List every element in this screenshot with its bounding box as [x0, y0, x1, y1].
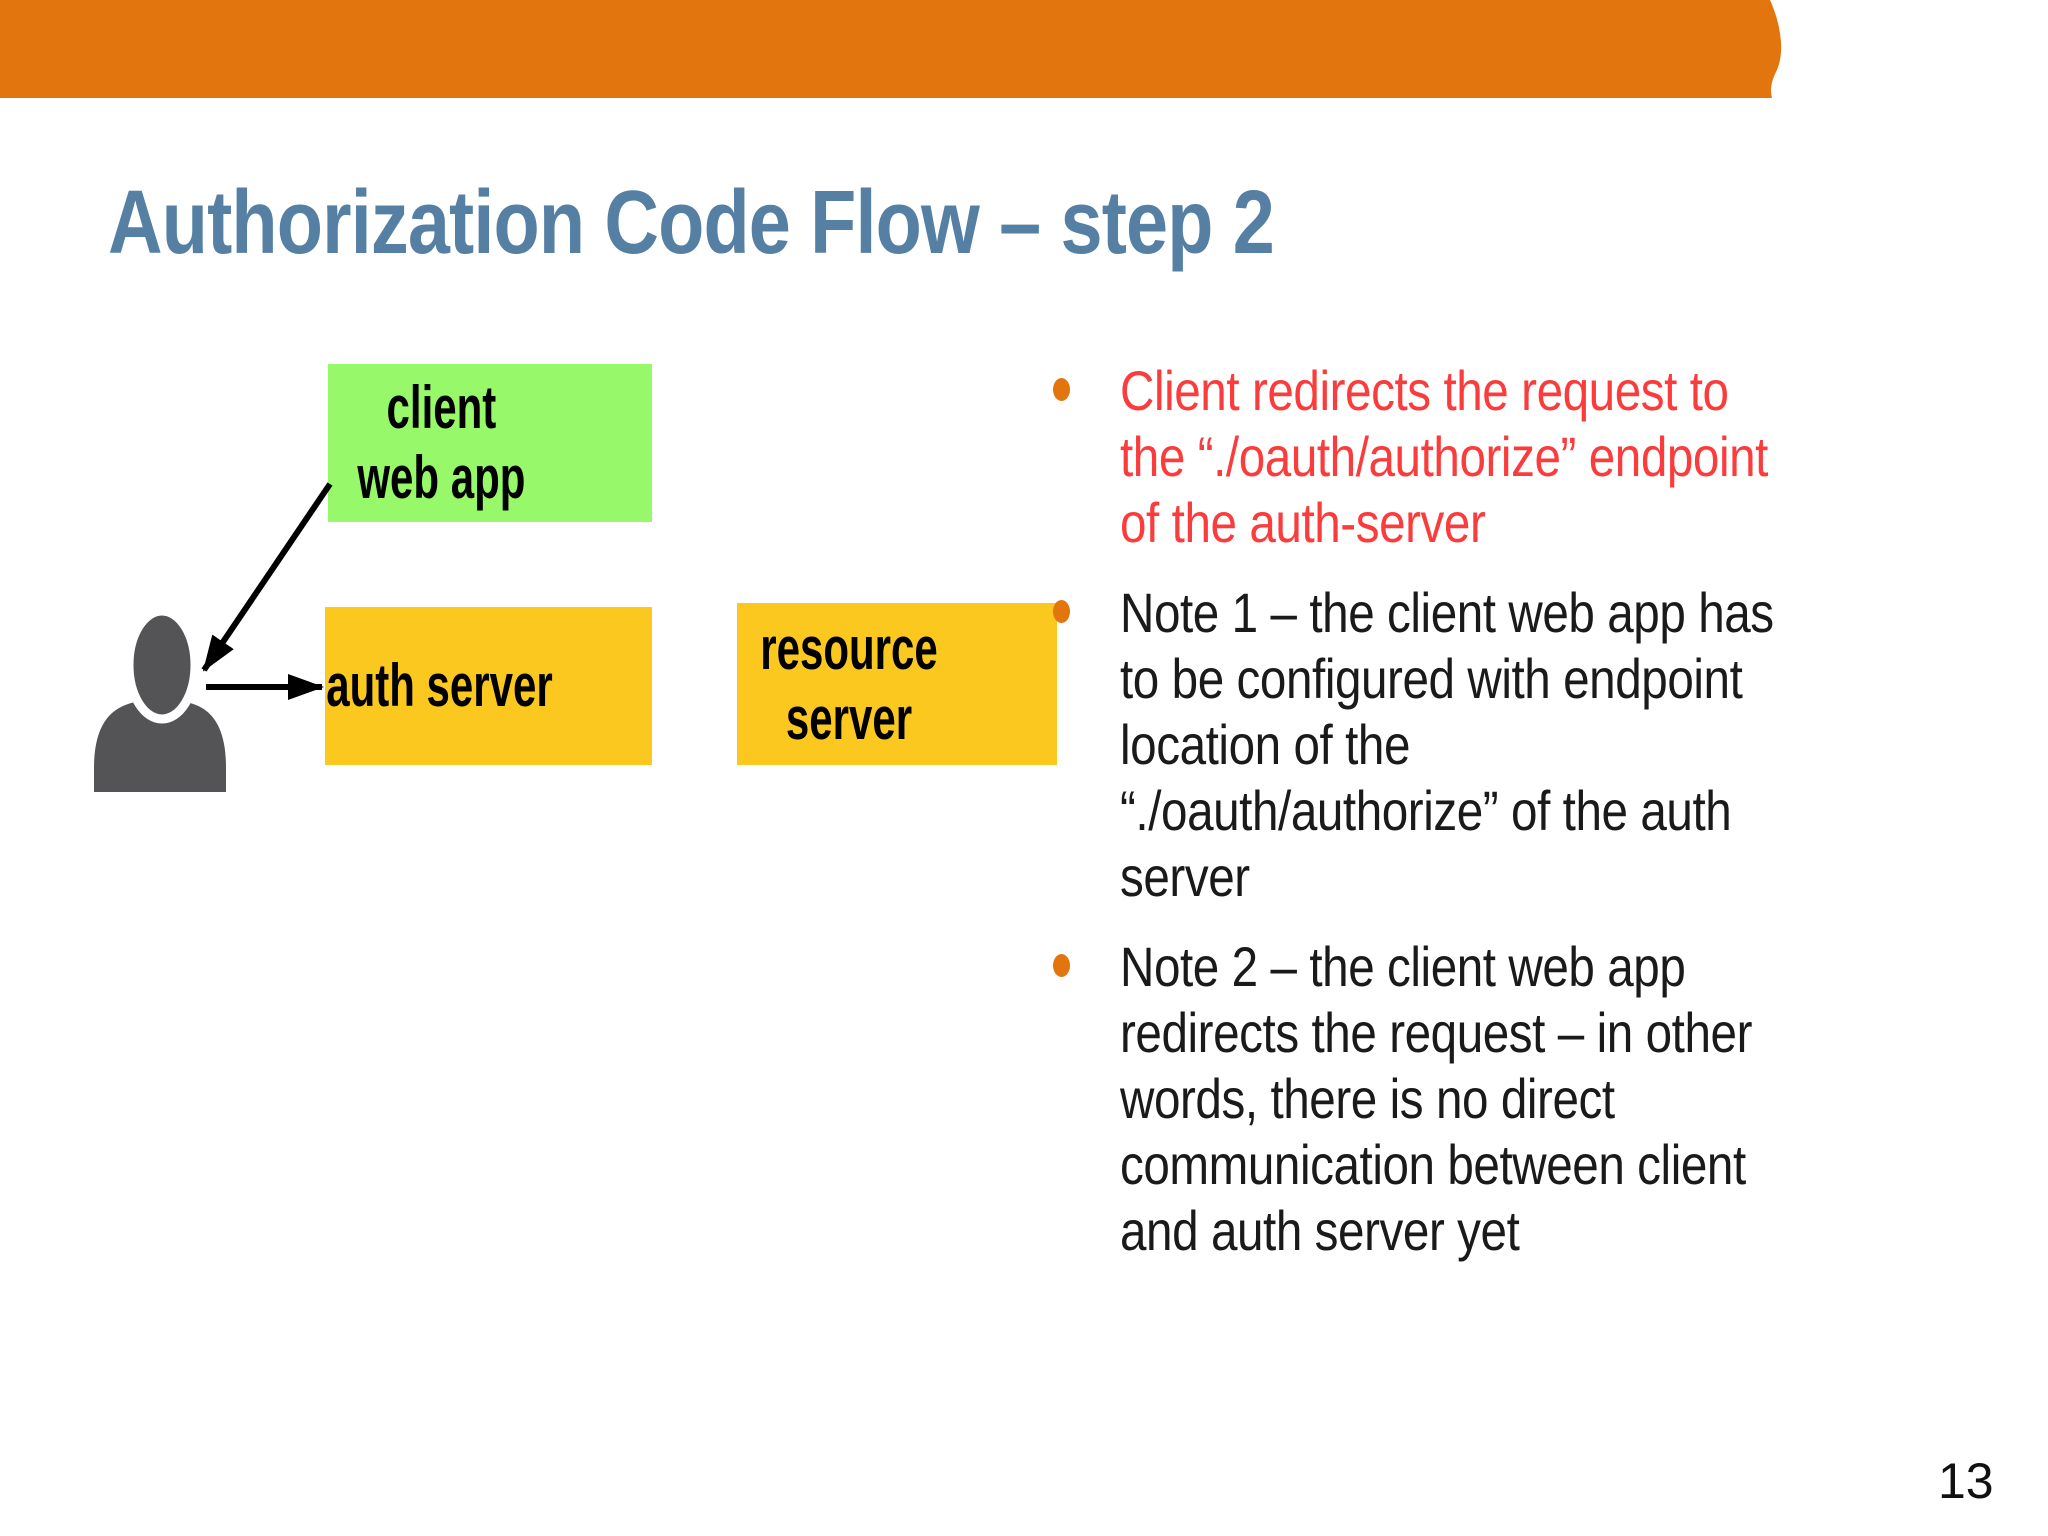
bullet-item: Note 2 – the client web app redirects th…: [1050, 934, 1990, 1264]
bullet-icon: [1053, 600, 1070, 623]
top-banner: [0, 0, 1782, 98]
page-number: 13: [1938, 1453, 1994, 1509]
bullet-item: Note 1 – the client web app has to be co…: [1050, 580, 1990, 910]
bullet-icon: [1053, 954, 1070, 977]
user-icon-body: [94, 700, 226, 792]
user-icon-head: [124, 606, 200, 724]
top-banner-shape: [0, 0, 1782, 98]
bullet-text: Note 1 – the client web app has to be co…: [1120, 581, 1774, 908]
diagram-box-auth-server: auth server: [325, 607, 652, 765]
bullet-item: Client redirects the request to the “./o…: [1050, 358, 1990, 556]
page-title: Authorization Code Flow – step 2: [108, 173, 1275, 273]
arrow-client-to-user: [201, 482, 333, 672]
diagram-box-label: client web app: [357, 374, 526, 511]
diagram-box-resource-server: resource server: [737, 603, 1057, 765]
diagram-box-label: auth server: [326, 652, 553, 719]
diagram-box-label: resource server: [760, 615, 938, 752]
bullet-list: Client redirects the request to the “./o…: [1050, 358, 1990, 1288]
bullet-icon: [1053, 378, 1070, 401]
diagram-box-client-web-app: client web app: [328, 364, 652, 522]
bullet-text: Client redirects the request to the “./o…: [1120, 359, 1768, 554]
bullet-text: Note 2 – the client web app redirects th…: [1120, 935, 1753, 1262]
user-icon: [94, 606, 226, 792]
